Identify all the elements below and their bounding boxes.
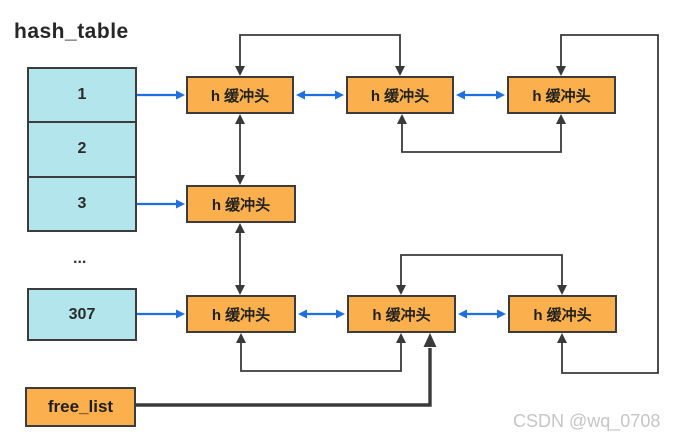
link-row1-bottom-u bbox=[397, 114, 566, 153]
free-list-box: free_list bbox=[25, 387, 136, 427]
buffer-head-row3-node2: h 缓冲头 bbox=[347, 295, 456, 333]
double-arrow-row3-node2-node3 bbox=[458, 309, 506, 319]
double-arrow-row1-node2-node3 bbox=[456, 90, 505, 100]
link-row3-top-bracket bbox=[396, 254, 567, 295]
bucket-2: 2 bbox=[29, 123, 135, 178]
link-row1-row2-vertical bbox=[235, 114, 245, 185]
bucket-1: 1 bbox=[29, 69, 135, 124]
buffer-head-row3-node3: h 缓冲头 bbox=[508, 295, 617, 333]
arrow-bucket3-to-node bbox=[137, 199, 185, 209]
bucket-ellipsis: ... bbox=[73, 250, 87, 267]
buffer-head-row3-node1: h 缓冲头 bbox=[186, 295, 296, 333]
link-row3-bottom-u bbox=[236, 333, 406, 372]
buffer-head-row2-node1: h 缓冲头 bbox=[186, 185, 296, 223]
double-arrow-row1-node1-node2 bbox=[296, 90, 344, 100]
bucket-307: 307 bbox=[27, 288, 137, 341]
buffer-head-row1-node2: h 缓冲头 bbox=[346, 76, 454, 114]
link-row2-row3-vertical bbox=[235, 223, 245, 295]
buffer-head-row1-node3: h 缓冲头 bbox=[507, 76, 616, 114]
arrow-bucket1-to-node bbox=[137, 90, 185, 100]
buffer-head-row1-node1: h 缓冲头 bbox=[186, 76, 294, 114]
arrow-free-list-to-node bbox=[136, 333, 437, 407]
arrow-bucket307-to-node bbox=[137, 309, 185, 319]
page-title: hash_table bbox=[14, 20, 129, 43]
double-arrow-row3-node1-node2 bbox=[298, 309, 345, 319]
hash-bucket-table: 1 2 3 bbox=[27, 67, 137, 232]
link-right-loop bbox=[556, 34, 659, 374]
watermark: CSDN @wq_0708 bbox=[513, 411, 661, 431]
link-row1-top-bracket bbox=[235, 34, 405, 76]
bucket-3: 3 bbox=[77, 194, 87, 212]
